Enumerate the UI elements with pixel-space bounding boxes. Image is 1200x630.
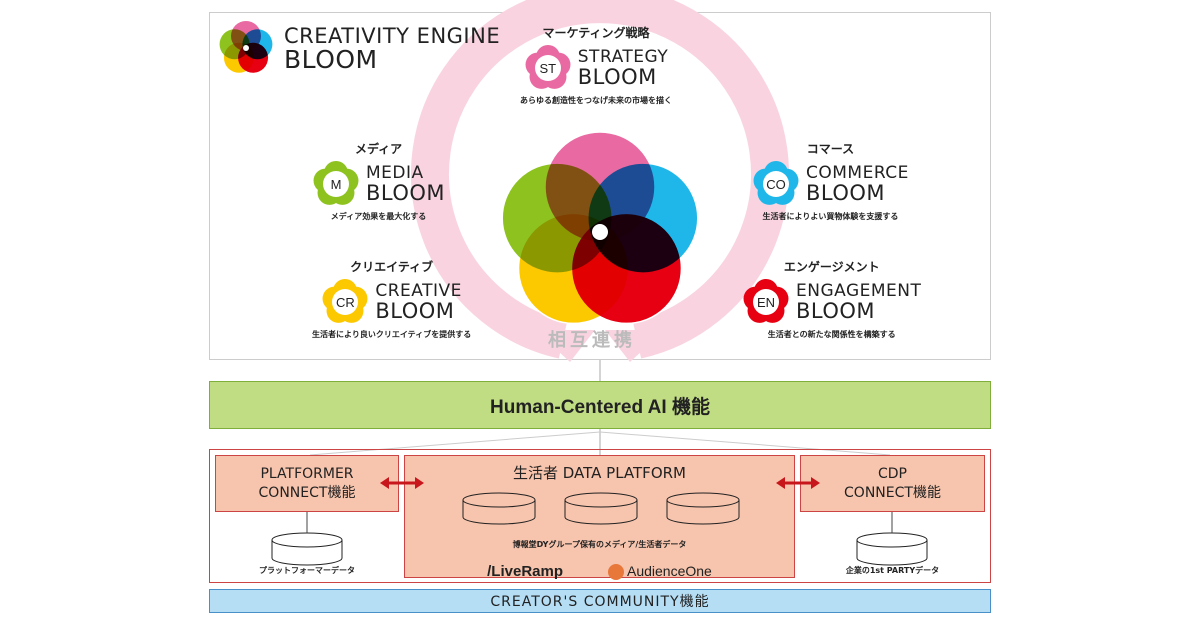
audienceone-logo: AudienceOne	[627, 563, 712, 579]
module-bloom: BLOOM	[806, 181, 886, 205]
module-bloom: BLOOM	[796, 299, 876, 323]
module-name: ENGAGEMENT	[796, 281, 922, 301]
platformer-line2: CONNECT機能	[258, 484, 356, 501]
ai-function-bar: Human-Centered AI 機能	[209, 381, 991, 429]
module-abbr: M	[330, 176, 342, 192]
data-platform-caption: 博報堂DYグループ保有のメディア/生活者データ	[512, 540, 687, 549]
flower-center	[592, 224, 608, 240]
module-desc: 生活者によりよい買物体験を支援する	[762, 212, 899, 221]
module-name: COMMERCE	[806, 163, 909, 183]
module-jp-label: マーケティング戦略	[542, 26, 650, 40]
cdp-line2: CONNECT機能	[844, 484, 941, 501]
module-flower-icon: CR	[321, 278, 369, 326]
module-bloom: BLOOM	[577, 65, 657, 89]
module-jp-label: クリエイティブ	[350, 260, 434, 274]
data-platform-title: 生活者 DATA PLATFORM	[513, 464, 686, 482]
flower-petal	[501, 162, 613, 274]
module-desc: 生活者との新たな関係性を構築する	[767, 330, 896, 339]
module-flower-icon: ST	[524, 44, 572, 92]
module-jp-label: エンゲージメント	[783, 260, 880, 274]
liveramp-logo: /LiveRamp	[487, 563, 563, 580]
module-abbr: CO	[766, 176, 786, 192]
platformer-db-label: プラットフォーマーデータ	[259, 566, 355, 575]
platformer-connect-box: PLATFORMER CONNECT機能	[215, 455, 399, 512]
module-jp-label: メディア	[354, 142, 403, 156]
module-name: STRATEGY	[577, 47, 669, 67]
flower-logo-icon	[219, 21, 273, 73]
cdp-connect-box: CDP CONNECT機能	[800, 455, 985, 512]
module-abbr: CR	[335, 294, 355, 310]
mutual-collaboration-label: 相互連携	[548, 330, 636, 351]
module-name: CREATIVE	[375, 281, 462, 301]
module-name: MEDIA	[366, 163, 424, 183]
platformer-line1: PLATFORMER	[260, 465, 354, 482]
engine-title: CREATIVITY ENGINE	[284, 24, 501, 48]
module-flower-icon: CO	[752, 160, 800, 208]
module-abbr: EN	[756, 294, 776, 310]
module-bloom: BLOOM	[375, 299, 455, 323]
module-flower-icon: M	[312, 160, 360, 208]
cdp-db-label: 企業の1st PARTYデータ	[845, 566, 940, 575]
module-flower-icon: EN	[742, 278, 790, 326]
audienceone-icon	[608, 563, 624, 580]
bloom-flower	[501, 131, 699, 325]
module-desc: 生活者により良いクリエイティブを提供する	[312, 330, 472, 339]
data-platform-panel	[209, 449, 991, 583]
creators-community-bar: CREATOR'S COMMUNITY機能	[209, 589, 991, 613]
cdp-line1: CDP	[878, 465, 907, 482]
module-jp-label: コマース	[806, 142, 855, 156]
data-platform-box: 生活者 DATA PLATFORM 博報堂DYグループ保有のメディア/生活者デー…	[404, 455, 795, 580]
module-abbr: ST	[539, 60, 557, 76]
module-bloom: BLOOM	[366, 181, 446, 205]
engine-subtitle: BLOOM	[284, 45, 378, 74]
module-desc: メディア効果を最大化する	[330, 212, 427, 221]
module-desc: あらゆる創造性をつなげ未来の市場を描く	[520, 96, 672, 105]
